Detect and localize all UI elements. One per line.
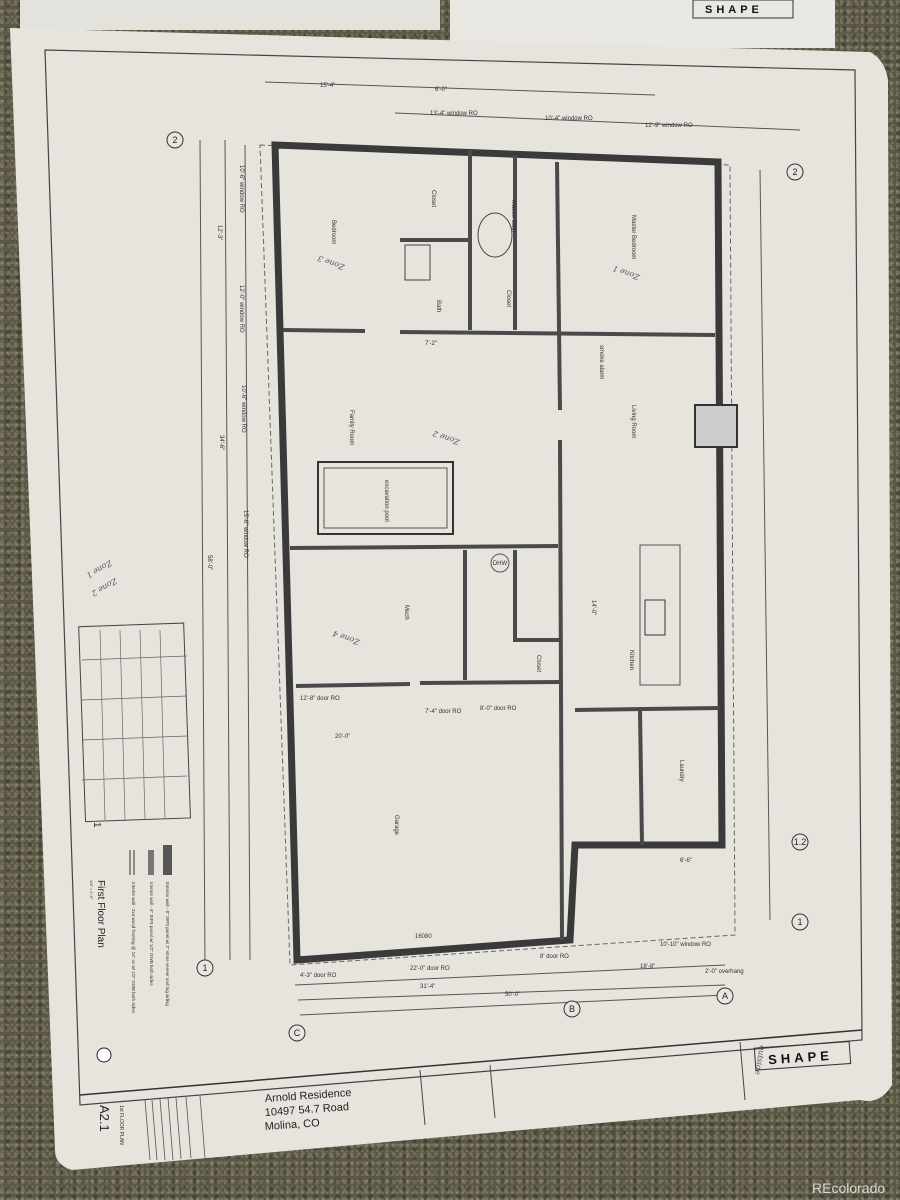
- dim-left: 10'-6" window RO: [240, 385, 246, 433]
- kitchen-island: [639, 544, 681, 686]
- sheet-title: 1st FLOOR PLAN: [118, 1105, 124, 1145]
- room-label: Closet: [430, 190, 436, 207]
- grid-bubble-label: A: [722, 991, 728, 1001]
- dim-interior: 6'-6": [680, 858, 692, 864]
- pool-outline: [317, 461, 454, 535]
- grid-bubble-label: B: [569, 1004, 575, 1014]
- water-heater-label: DHW: [493, 561, 508, 567]
- blueprint-sheet: [10, 28, 892, 1170]
- dim-left: 34'-6": [218, 435, 224, 450]
- smoke-alarm-note: smoke alarm: [598, 345, 604, 379]
- room-label: Closet: [505, 290, 511, 307]
- dim-bottom: 22'-0" door RO: [410, 966, 450, 972]
- room-label: Mech: [403, 605, 409, 620]
- grid-bubble-label: 1: [797, 917, 802, 927]
- legend-item: Interior wall - 6" SIPS panel w/ 1/2" GW…: [149, 882, 154, 986]
- dim-bottom: 31'-4": [420, 984, 435, 990]
- dim-top: 13'-4" window RO: [430, 111, 478, 117]
- schedule-table: [78, 622, 191, 823]
- dim-interior: 7'-4" door RO: [425, 709, 462, 715]
- schedule-grid: [81, 629, 188, 821]
- dim-top: 12'-9" window RO: [645, 123, 693, 129]
- background-sheet: [20, 0, 440, 30]
- room-label: Master Bedroom: [630, 215, 636, 259]
- grid-bubble-label: 2: [792, 167, 797, 177]
- dim-left: 12'-0" window RO: [238, 285, 244, 333]
- pool-label: excavation pool: [383, 480, 389, 522]
- sheet-number: A2.1: [97, 1105, 112, 1132]
- legend-item: Exterior wall - 8" SIPS panel w/ 2" ston…: [165, 882, 170, 1006]
- dim-interior: 7'-2": [425, 341, 437, 347]
- grid-bubble-label: 2: [172, 135, 177, 145]
- dim-top: 10'-4" window RO: [545, 116, 593, 122]
- revision-columns: [144, 1095, 206, 1161]
- svg-text:SHAPE: SHAPE: [705, 4, 763, 16]
- room-label: Bath: [435, 300, 441, 312]
- north-arrow-icon: [96, 1047, 112, 1063]
- room-label: Garage: [393, 815, 399, 836]
- dim-bottom: 50'-0": [505, 992, 520, 998]
- cooktop: [644, 599, 666, 636]
- pool-inner: [323, 467, 448, 529]
- dim-bottom: 18'-8": [640, 964, 655, 970]
- dim-left: 58'-0": [206, 555, 212, 570]
- dim-interior: 12'-8" door RO: [300, 696, 340, 702]
- dim-left: 15'-6" window RO: [242, 510, 248, 558]
- water-heater: [490, 553, 510, 573]
- dim-interior: 20'-0": [335, 734, 350, 740]
- room-label: Master Bath: [510, 200, 516, 232]
- bathtub: [477, 212, 513, 258]
- dim-bottom: 8' door RO: [540, 954, 569, 960]
- firm-logo-top: SHAPE: [692, 0, 794, 19]
- room-label: Bedroom: [330, 220, 336, 244]
- grid-bubble-label: 1: [202, 963, 207, 973]
- drawing-scale: 1/4" = 1'-0": [89, 880, 94, 900]
- firm-logo: SHAPE: [753, 1041, 852, 1071]
- room-label: Closet: [535, 655, 541, 672]
- dim-top: 15'-4": [320, 83, 335, 89]
- room-label: Family Room: [348, 410, 354, 445]
- drawing-number: 1: [91, 822, 102, 828]
- dim-bottom: 2'-0" overhang: [705, 969, 744, 975]
- shower: [404, 244, 431, 281]
- room-label: Living Room: [630, 405, 636, 438]
- dim-interior: 8'-0" door RO: [480, 706, 517, 712]
- legend-item: Interior wall - 2x4 wood framing @ 16" o…: [131, 882, 136, 1014]
- room-label: Kitchen: [628, 650, 634, 670]
- project-city: Molina, CO: [264, 1117, 320, 1133]
- title-block-dividers: [419, 1041, 746, 1126]
- interior-walls: [282, 150, 721, 941]
- fireplace: [694, 404, 738, 448]
- watermark: REcolorado: [812, 1180, 885, 1196]
- sheet-border: [44, 49, 863, 1106]
- legend-swatch: [163, 845, 172, 875]
- room-label: Laundry: [678, 760, 684, 782]
- dim-top: 6'-0": [435, 87, 447, 93]
- dim-bottom: 10'-10" window RO: [660, 942, 711, 948]
- grid-bubbles: 2 2 1 1 1.2 A B C: [166, 131, 809, 1042]
- exterior-wall: [271, 141, 726, 964]
- background-sheet: [450, 0, 835, 48]
- svg-text:SHAPE: SHAPE: [768, 1048, 834, 1067]
- room-labels: Bedroom Closet Master Bath Master Bedroo…: [330, 190, 684, 836]
- drawing-title: First Floor Plan: [95, 880, 106, 948]
- dim-left: 12'-3": [216, 225, 222, 240]
- legend-swatch: [148, 850, 154, 875]
- dim-bottom: 16080: [415, 934, 432, 940]
- legend-swatch: [129, 850, 135, 875]
- grid-bubble-label: 1.2: [794, 837, 807, 847]
- grid-bubble-label: C: [294, 1028, 301, 1038]
- project-address: 10497 54.7 Road: [264, 1101, 349, 1119]
- dim-left: 10'-6" window RO: [238, 165, 244, 213]
- dim-interior: 14'-0": [590, 600, 596, 615]
- dim-bottom: 4'-3" door RO: [300, 973, 337, 979]
- dimension-lines: [199, 81, 801, 1016]
- title-block-line: [79, 1029, 863, 1096]
